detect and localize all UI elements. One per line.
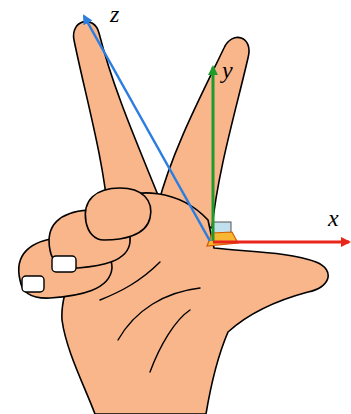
folded-finger	[85, 188, 150, 240]
palm-crease	[150, 310, 190, 372]
z-axis	[84, 16, 210, 241]
axis-label: z	[110, 2, 119, 26]
y-axis	[212, 67, 215, 241]
x-axis	[213, 241, 349, 244]
fingernail	[22, 276, 44, 292]
palm-crease	[100, 262, 160, 300]
palm-crease	[118, 288, 200, 340]
axis-label: x	[328, 206, 339, 230]
fingernail	[52, 256, 76, 272]
axis-label: y	[222, 58, 233, 82]
index-finger	[74, 21, 162, 215]
